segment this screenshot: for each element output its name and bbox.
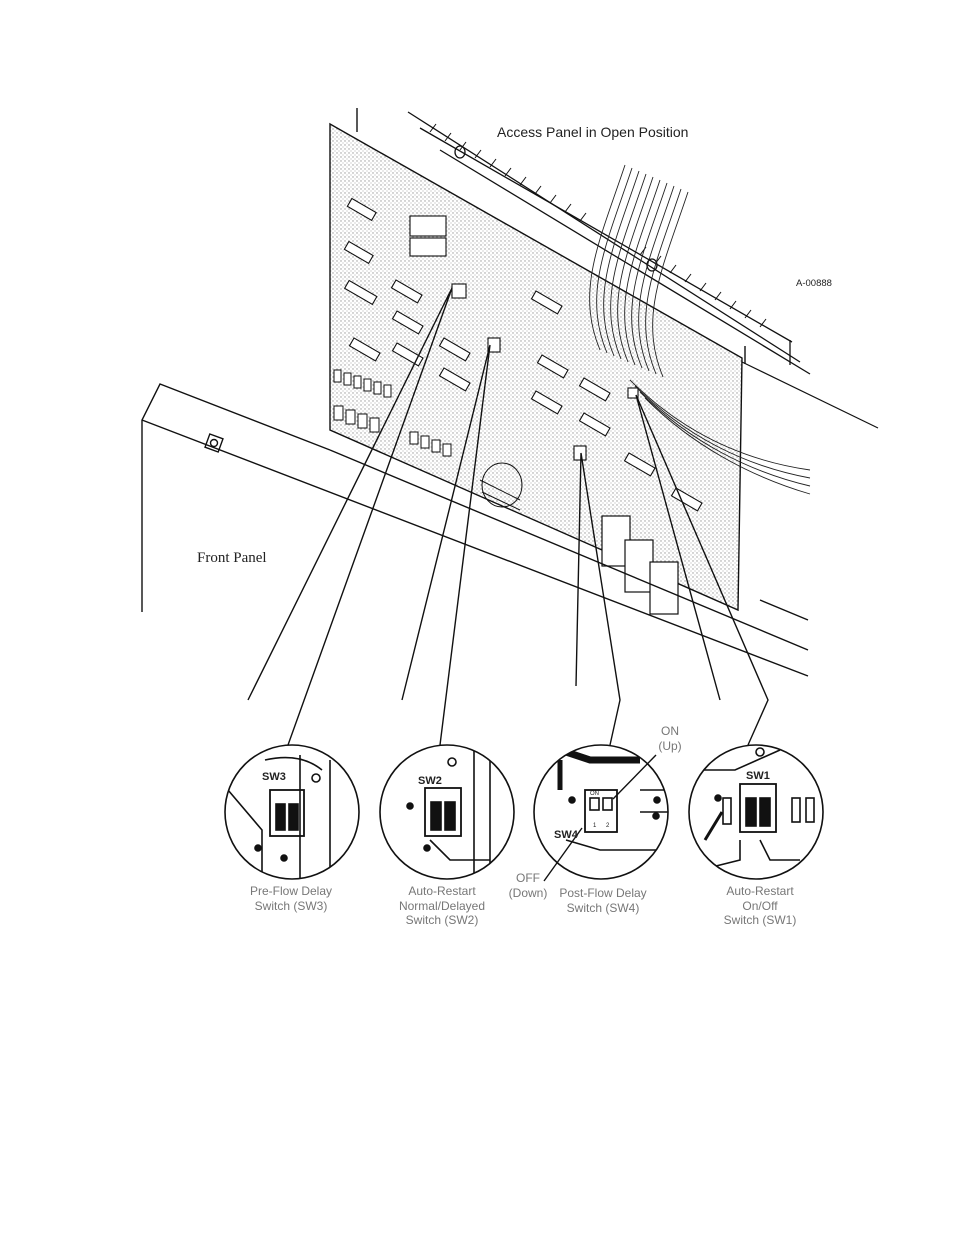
caption-sw1-line-3: Switch (SW1) (723, 913, 797, 927)
front-panel (141, 383, 809, 677)
caption-sw1-line-2: On/Off (742, 898, 778, 913)
circuit-board (329, 108, 746, 615)
sw2-board-label: SW2 (418, 775, 442, 787)
front-panel-label: Front Panel (197, 550, 267, 566)
ribbon-cable (589, 164, 811, 495)
sw4-dip-pos-2: 2 (606, 823, 610, 829)
transformer (479, 462, 523, 511)
sw4-board-label: SW4 (554, 829, 578, 841)
sw1-board-label: SW1 (746, 770, 770, 782)
caption-sw3-line-1: Pre-Flow Delay (249, 884, 333, 898)
detail-sw1 (688, 744, 824, 880)
detail-sw3 (224, 744, 360, 880)
capacitor-row (333, 369, 452, 457)
caption-sw4-line-1: Post-Flow Delay (559, 886, 647, 900)
access-panel-label: Access Panel in Open Position (497, 124, 689, 140)
caption-sw1-line-1: Auto-Restart (726, 884, 794, 898)
caption-sw2: Auto-Restart Normal/Delayed Switch (SW2) (386, 884, 498, 928)
caption-sw1: Auto-Restart On/Off Switch (SW1) (708, 884, 812, 928)
figure-id: A-00888 (796, 278, 832, 289)
caption-sw2-line-1: Auto-Restart (408, 884, 476, 898)
caption-sw2-line-2: Normal/Delayed (398, 898, 486, 913)
on-line-1: ON (661, 724, 679, 738)
off-line-1: OFF (516, 871, 540, 885)
caption-sw3: Pre-Flow Delay Switch (SW3) (236, 884, 346, 913)
callout-lines (247, 287, 769, 746)
caption-sw2-line-3: Switch (SW2) (405, 913, 479, 927)
sw4-dip-on-mark: ON (590, 791, 599, 797)
caption-sw4: Post-Flow Delay Switch (SW4) (550, 886, 656, 915)
relays (601, 515, 679, 615)
caption-sw3-line-2: Switch (SW3) (254, 898, 328, 913)
off-line-2: (Down) (508, 885, 548, 900)
position-leaders (543, 754, 657, 882)
panel-edge (741, 361, 879, 429)
off-position-label: OFF (Down) (506, 871, 550, 900)
detail-sw4 (533, 744, 669, 880)
sw3-board-label: SW3 (262, 771, 286, 783)
detail-sw2 (379, 744, 515, 880)
on-position-label: ON (Up) (652, 724, 688, 753)
on-line-2: (Up) (658, 738, 682, 753)
sw4-dip-pos-1: 1 (593, 823, 597, 829)
caption-sw4-line-2: Switch (SW4) (566, 900, 640, 915)
board-components (343, 197, 703, 512)
hinge-knuckles (429, 123, 767, 328)
